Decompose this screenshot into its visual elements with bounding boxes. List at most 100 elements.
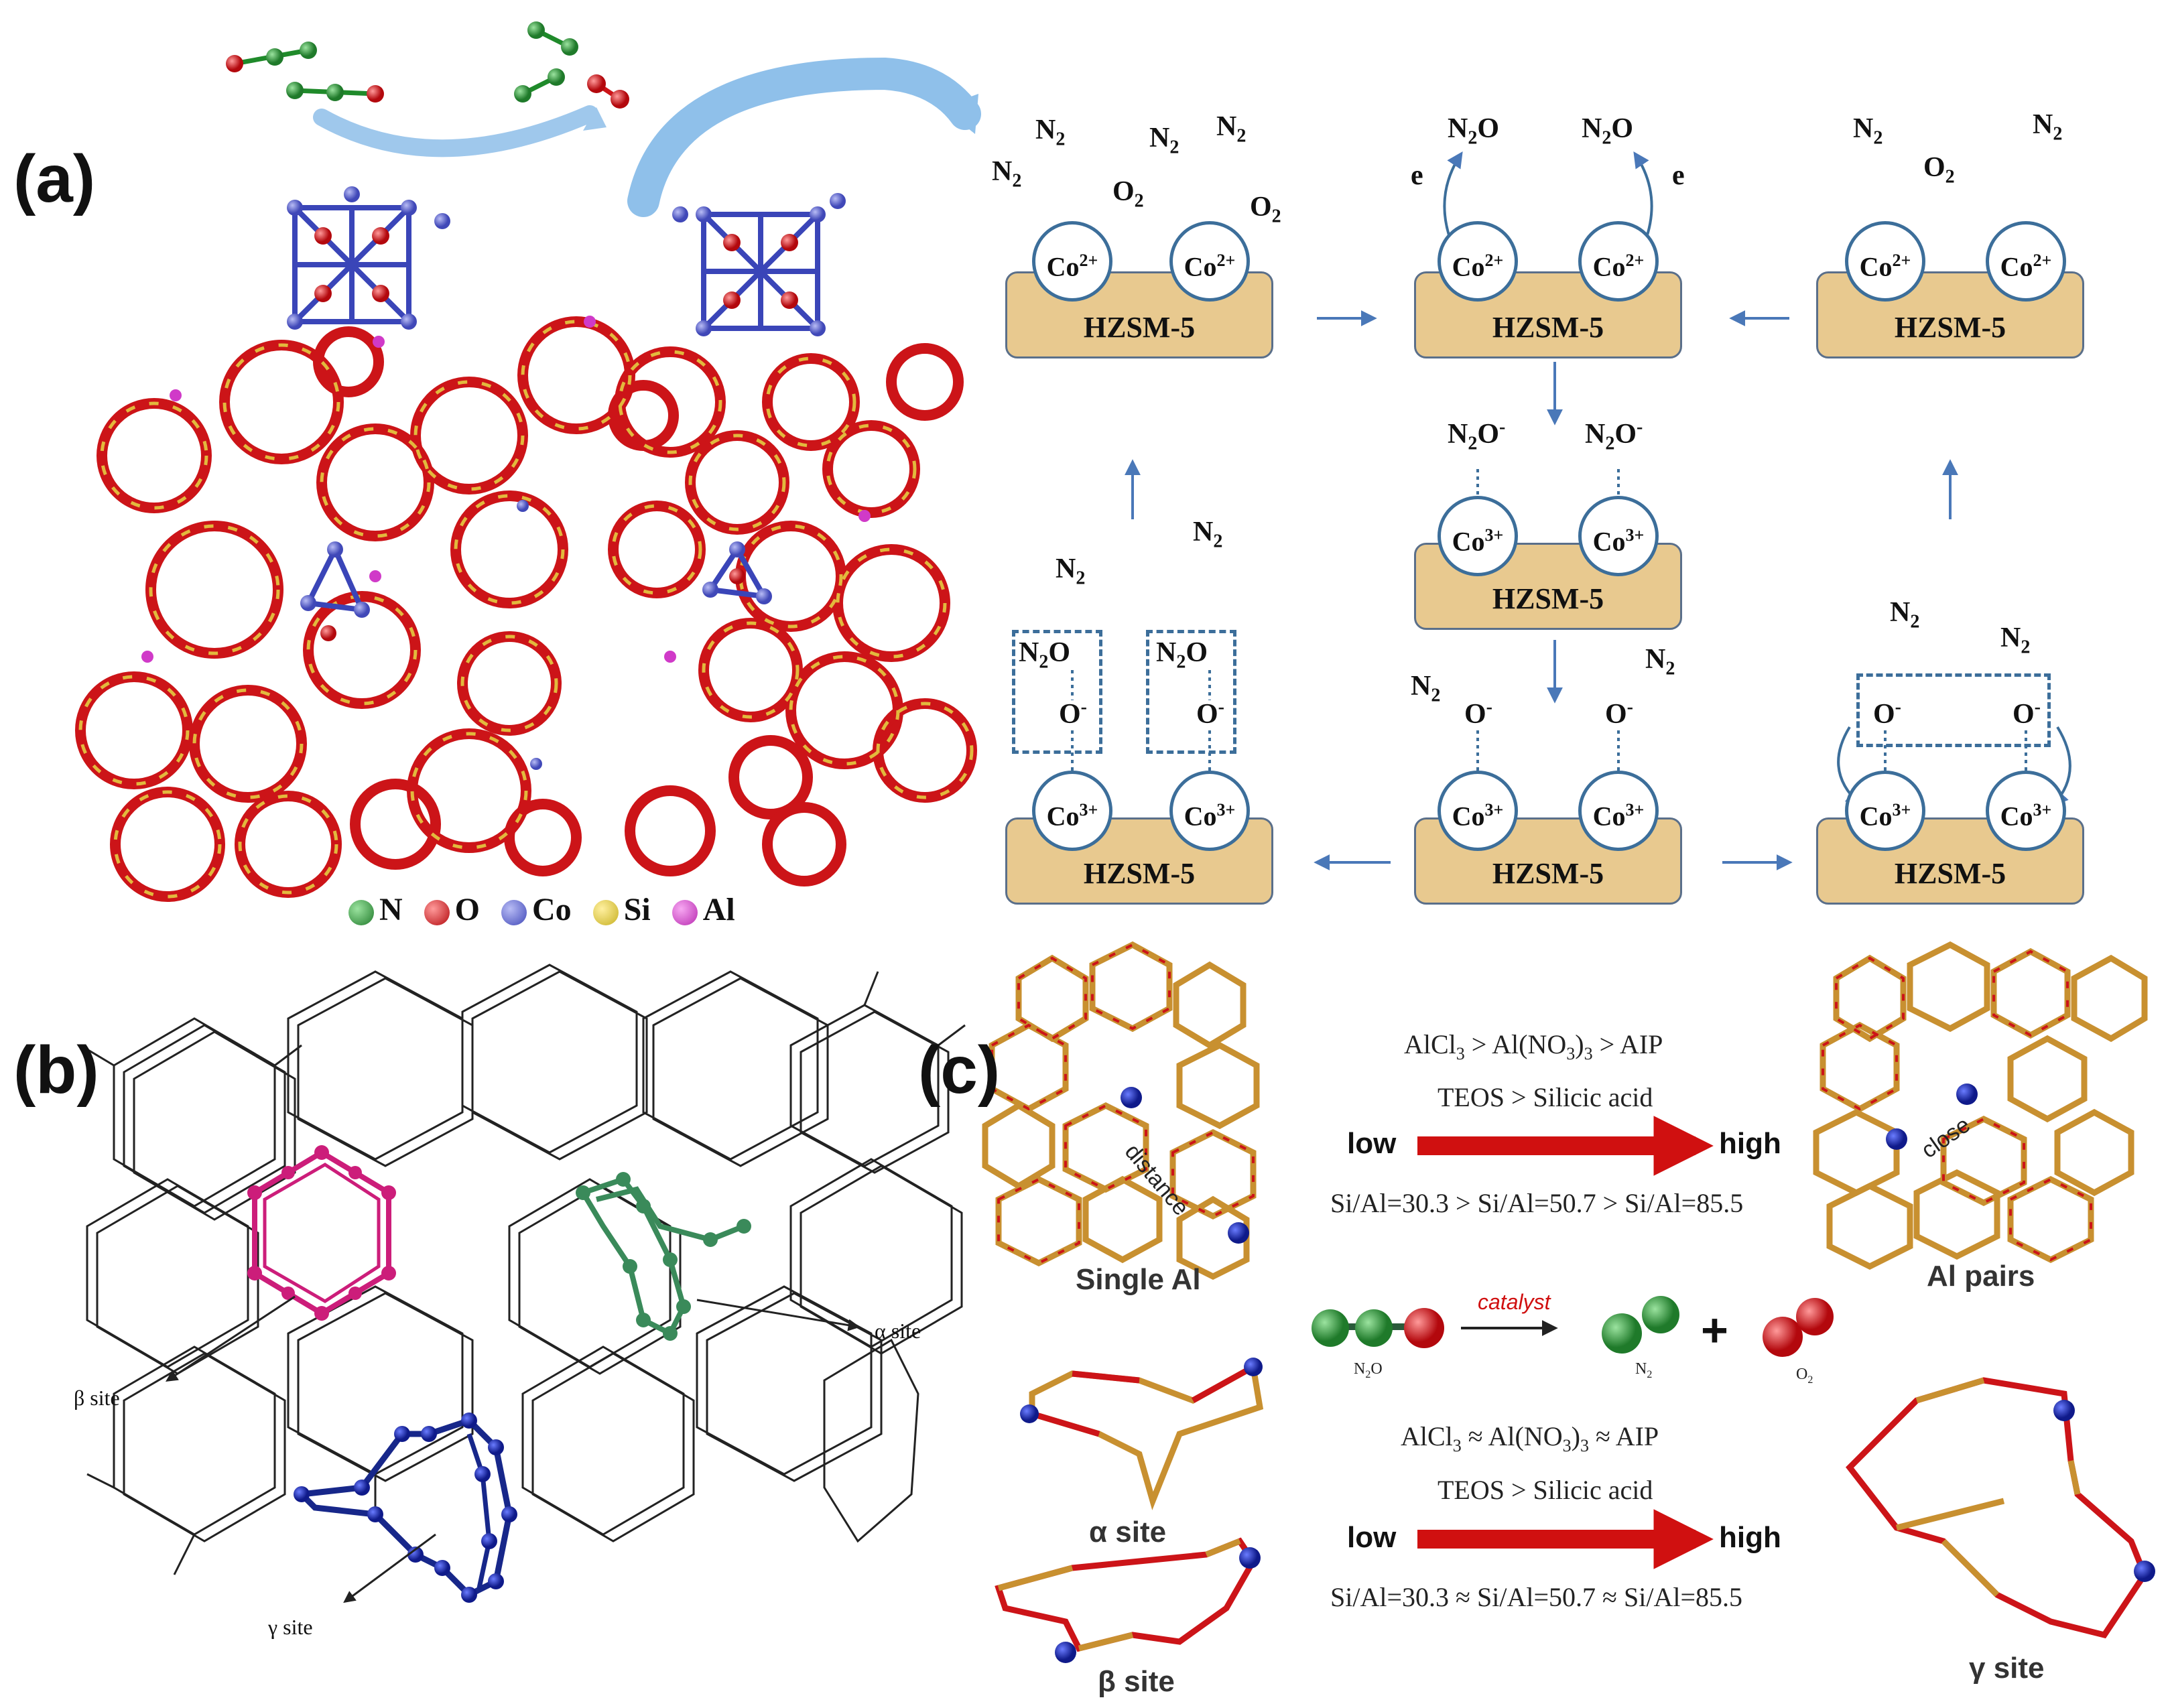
top-si-al-order: Si/Al=30.3 > Si/Al=50.7 > Si/Al=85.5 bbox=[1330, 1188, 1744, 1218]
n2-label: N2 bbox=[1411, 671, 1441, 706]
support-label: HZSM-5 bbox=[1492, 311, 1604, 344]
alpha-site-ring bbox=[576, 1172, 751, 1341]
bottom-silicon-order: TEOS > Silicic acid bbox=[1438, 1475, 1653, 1505]
al-pairs-framework bbox=[1813, 941, 2148, 1270]
n2-label: N2 bbox=[1890, 597, 1920, 633]
n2o-label: N2O bbox=[1156, 637, 1208, 673]
legend-n-dot bbox=[348, 899, 374, 925]
top-silicon-order: TEOS > Silicic acid bbox=[1438, 1082, 1653, 1112]
reaction-molecules bbox=[1312, 1296, 1834, 1357]
support-label: HZSM-5 bbox=[1492, 582, 1604, 615]
co-cluster-right bbox=[701, 212, 820, 331]
n2-label: N2 bbox=[1193, 517, 1223, 552]
o2-label: O2 bbox=[1250, 192, 1281, 227]
co3-ion: Co3+ bbox=[1986, 771, 2066, 851]
n2-label: N2 bbox=[2000, 622, 2031, 658]
o-pair-box bbox=[1856, 673, 2051, 747]
o-minus-label: O- bbox=[1464, 697, 1492, 730]
legend-si-dot bbox=[592, 899, 619, 925]
legend-al-label: Al bbox=[702, 892, 735, 927]
n2-label: N2 bbox=[1216, 111, 1247, 147]
panel-label-c: (c) bbox=[918, 1033, 1001, 1108]
n2o-label: N2O bbox=[1582, 113, 1634, 149]
catalyst-label: catalyst bbox=[1478, 1290, 1551, 1314]
legend-o-label: O bbox=[454, 892, 481, 927]
n2o-molecule-label: N2O bbox=[1354, 1360, 1383, 1380]
co3-ion: Co3+ bbox=[1578, 771, 1659, 851]
co3-ion: Co3+ bbox=[1845, 771, 1925, 851]
bottom-low-label: low bbox=[1347, 1521, 1397, 1554]
n2-label: N2 bbox=[1149, 123, 1179, 158]
co3-ion: Co3+ bbox=[1032, 771, 1112, 851]
o-minus-label: O- bbox=[1605, 697, 1633, 730]
gamma-site-structure bbox=[1846, 1377, 2155, 1639]
bottom-high-label: high bbox=[1719, 1521, 1781, 1554]
n2o-label: N2O bbox=[1019, 637, 1071, 673]
zeolite-wireframe bbox=[80, 964, 966, 1575]
n2-label: N2 bbox=[1035, 115, 1066, 150]
co3-ion: Co3+ bbox=[1438, 496, 1518, 576]
alpha-site-label: α site bbox=[875, 1319, 921, 1343]
n2o-label: N2O bbox=[1448, 113, 1500, 149]
n2-label: N2 bbox=[1056, 553, 1086, 589]
top-high-label: high bbox=[1719, 1127, 1781, 1160]
co-cluster-left bbox=[292, 205, 411, 324]
o-minus-label: O- bbox=[1873, 697, 1901, 730]
site-pointer-arrows bbox=[165, 1295, 860, 1603]
legend-si-label: Si bbox=[623, 892, 651, 927]
electron-label: e bbox=[1672, 160, 1685, 191]
o2-label: O2 bbox=[1923, 152, 1955, 188]
n2-molecule-label: N2 bbox=[1635, 1360, 1653, 1380]
co2-ion: Co2+ bbox=[1169, 221, 1250, 302]
n2-label: N2 bbox=[992, 156, 1022, 192]
legend-n-label: N bbox=[379, 892, 403, 927]
o-minus-label: O- bbox=[2013, 697, 2041, 730]
support-label: HZSM-5 bbox=[1492, 857, 1604, 890]
support-label: HZSM-5 bbox=[1894, 311, 2006, 344]
co3-ion: Co3+ bbox=[1169, 771, 1250, 851]
al-pairs-framework-o bbox=[1822, 949, 2092, 1262]
al-pairs-caption: Al pairs bbox=[1927, 1260, 2035, 1293]
beta-site-label: β site bbox=[74, 1386, 120, 1410]
gas-molecules bbox=[226, 21, 981, 217]
support-label: HZSM-5 bbox=[1083, 311, 1196, 344]
gamma-site-label: γ site bbox=[268, 1615, 313, 1639]
n2o-adsorbed-box-2 bbox=[1146, 630, 1236, 754]
n2-label: N2 bbox=[1853, 113, 1883, 149]
co2-ion: Co2+ bbox=[1986, 221, 2066, 302]
single-al-framework-o bbox=[991, 943, 1255, 1265]
beta-site-caption: β site bbox=[1098, 1665, 1175, 1698]
co2-ion: Co2+ bbox=[1032, 221, 1112, 302]
panel-label-a: (a) bbox=[13, 141, 96, 216]
plus-sign: + bbox=[1701, 1304, 1728, 1356]
alpha-site-caption: α site bbox=[1089, 1516, 1167, 1549]
single-al-caption: Single Al bbox=[1076, 1263, 1201, 1296]
adsorption-bonds bbox=[1071, 469, 2027, 771]
co3-ion: Co3+ bbox=[1438, 771, 1518, 851]
beta-site-ring bbox=[247, 1145, 396, 1321]
alpha-site-structure bbox=[1020, 1358, 1264, 1510]
legend-co-dot bbox=[501, 899, 527, 925]
legend-o-dot bbox=[424, 899, 450, 925]
co2-ion: Co2+ bbox=[1845, 221, 1925, 302]
n2-label: N2 bbox=[1645, 644, 1675, 679]
electron-label: e bbox=[1411, 160, 1423, 191]
o-minus-label: O- bbox=[1059, 697, 1087, 730]
panel-label-b: (b) bbox=[13, 1033, 99, 1108]
n2o-minus-label: N2O- bbox=[1448, 417, 1506, 454]
o2-molecule-label: O2 bbox=[1796, 1366, 1813, 1386]
n2o-minus-label: N2O- bbox=[1585, 417, 1643, 454]
zeolite-framework bbox=[75, 186, 977, 902]
top-precursor-order: AlCl3 > Al(NO3)3 > AIP bbox=[1404, 1029, 1663, 1063]
cycle-arrows bbox=[1125, 310, 1958, 870]
beta-site-structure bbox=[995, 1537, 1261, 1663]
co2-ion: Co2+ bbox=[1578, 221, 1659, 302]
legend-co-label: Co bbox=[532, 892, 572, 927]
co2-ion: Co2+ bbox=[1438, 221, 1518, 302]
top-low-label: low bbox=[1347, 1127, 1397, 1160]
n2o-adsorbed-box-1 bbox=[1012, 630, 1102, 754]
support-label: HZSM-5 bbox=[1894, 857, 2006, 890]
bottom-si-al-order: Si/Al=30.3 ≈ Si/Al=50.7 ≈ Si/Al=85.5 bbox=[1330, 1582, 1742, 1612]
co3-ion: Co3+ bbox=[1578, 496, 1659, 576]
